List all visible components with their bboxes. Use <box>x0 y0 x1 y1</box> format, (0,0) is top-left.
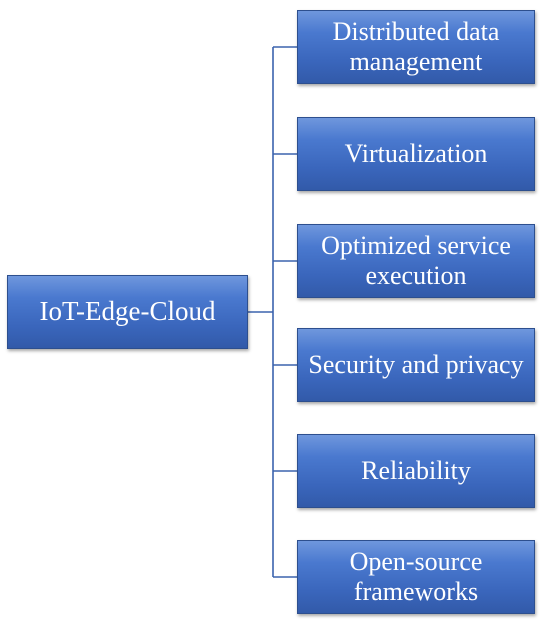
child-node-label: Distributed data management <box>332 17 500 76</box>
child-node-label: Open-source frameworks <box>349 547 483 606</box>
child-node-security-and-privacy: Security and privacy <box>297 328 535 402</box>
child-node-label: Optimized service execution <box>321 231 511 290</box>
child-node-label: Reliability <box>361 456 471 486</box>
child-node-optimized-service-execution: Optimized service execution <box>297 224 535 298</box>
root-node-label: IoT-Edge-Cloud <box>39 296 216 327</box>
child-node-label: Security and privacy <box>308 350 524 380</box>
root-node-iot-edge-cloud: IoT-Edge-Cloud <box>7 275 248 349</box>
child-node-virtualization: Virtualization <box>297 117 535 191</box>
child-node-distributed-data-management: Distributed data management <box>297 10 535 84</box>
child-node-reliability: Reliability <box>297 434 535 508</box>
child-node-open-source-frameworks: Open-source frameworks <box>297 540 535 614</box>
child-node-label: Virtualization <box>344 139 488 169</box>
